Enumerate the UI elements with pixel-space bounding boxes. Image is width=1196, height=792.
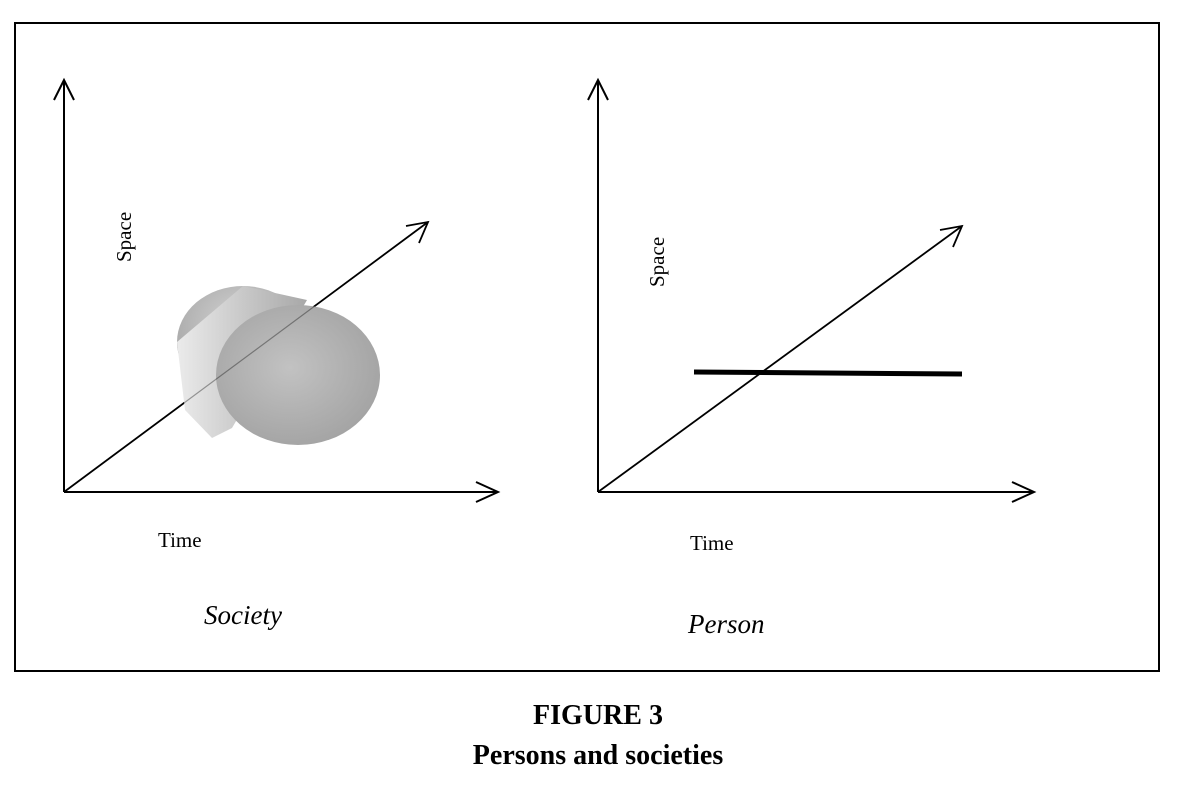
person-y-axis-label: Space <box>645 237 669 287</box>
person-x-axis-label: Time <box>690 531 734 555</box>
person-y-axis <box>587 77 609 492</box>
society-x-axis <box>64 481 501 503</box>
society-caption: Society <box>204 600 282 630</box>
person-x-axis <box>598 481 1037 503</box>
person-caption: Person <box>687 609 765 639</box>
figure-frame <box>14 22 1160 672</box>
person-depth-axis <box>597 224 964 493</box>
society-y-axis-label: Space <box>112 212 136 262</box>
society-cylinder-shape <box>63 221 429 493</box>
person-panel: Space Time Person <box>587 77 1037 639</box>
figure-number: FIGURE 3 <box>533 700 663 731</box>
society-panel: Space Time Society <box>53 77 501 630</box>
person-line-mark <box>693 369 963 377</box>
figure-caption: Persons and societies <box>472 740 724 771</box>
society-x-axis-label: Time <box>158 528 202 552</box>
society-y-axis <box>53 77 75 492</box>
